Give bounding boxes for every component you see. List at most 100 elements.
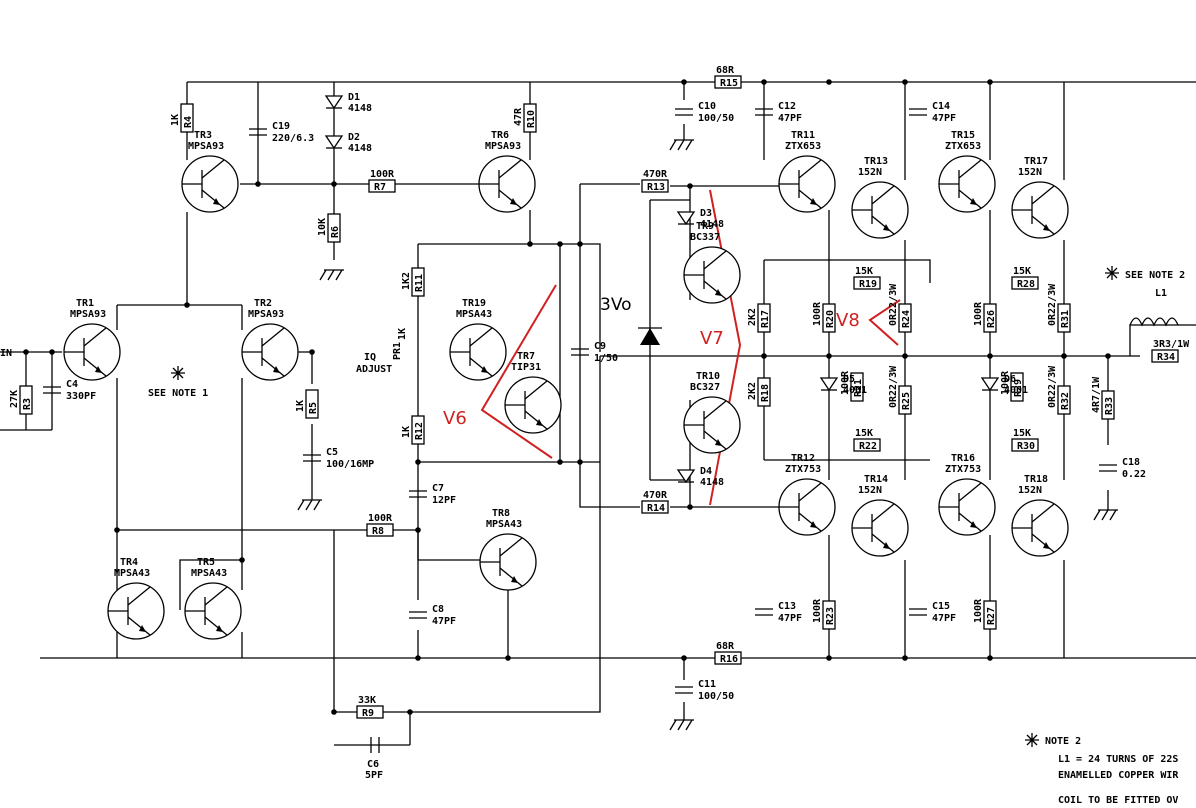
svg-text:R20: R20	[825, 310, 836, 328]
svg-text:47PF: 47PF	[932, 113, 956, 124]
svg-text:0R22/3W: 0R22/3W	[1047, 365, 1058, 408]
junction-dot	[557, 459, 563, 465]
ground-icon	[297, 499, 322, 511]
label-see-note-1: SEE NOTE 1	[148, 388, 208, 399]
transistor-ref: TR8	[492, 508, 510, 519]
svg-text:R30: R30	[1017, 441, 1035, 452]
svg-text:47PF: 47PF	[778, 113, 802, 124]
junction-dot	[23, 349, 29, 355]
transistor-type: BC337	[690, 232, 720, 243]
transistor-ref: TR18	[1024, 474, 1048, 485]
junction-dot	[987, 353, 993, 359]
svg-text:R24: R24	[901, 310, 912, 328]
label-input: IN	[0, 348, 12, 359]
junction-dot	[415, 655, 421, 661]
svg-text:4148: 4148	[348, 143, 372, 154]
junction-dot	[557, 241, 563, 247]
svg-text:0R22/3W: 0R22/3W	[888, 283, 899, 326]
transistor-ref: TR17	[1024, 156, 1048, 167]
transistor-ref: TR1	[76, 298, 94, 309]
svg-text:100/50: 100/50	[698, 113, 734, 124]
inductor-l1	[1129, 317, 1179, 327]
ground-icon	[669, 719, 694, 731]
svg-text:3R3/1W: 3R3/1W	[1153, 339, 1190, 350]
svg-text:0R22/3W: 0R22/3W	[888, 365, 899, 408]
transistor-ref: TR6	[491, 130, 509, 141]
svg-text:R7: R7	[374, 182, 386, 193]
note-line-3: COIL TO BE FITTED OV	[1058, 795, 1178, 806]
svg-text:4148: 4148	[700, 219, 724, 230]
svg-text:470R: 470R	[643, 490, 668, 501]
svg-text:15K: 15K	[1013, 428, 1031, 439]
transistor-type: 152N	[858, 485, 882, 496]
transistor-type: ZTX753	[785, 464, 821, 475]
svg-text:100/50: 100/50	[698, 691, 734, 702]
svg-text:R19: R19	[859, 279, 877, 290]
junction-dot	[415, 527, 421, 533]
svg-text:C13: C13	[778, 601, 796, 612]
svg-text:R3: R3	[22, 398, 33, 410]
junction-dot	[761, 79, 767, 85]
note-line-1: L1 = 24 TURNS OF 22S	[1058, 754, 1178, 765]
svg-text:100R: 100R	[812, 301, 823, 326]
transistor-type: ZTX653	[945, 141, 981, 152]
svg-text:R21: R21	[853, 379, 864, 397]
junction-dot	[902, 353, 908, 359]
svg-text:D1: D1	[348, 92, 360, 103]
note-title: NOTE 2	[1045, 736, 1081, 747]
transistor-type: MPSA43	[486, 519, 522, 530]
transistor-ref: TR10	[696, 371, 720, 382]
svg-text:68R: 68R	[716, 65, 735, 76]
svg-text:C14: C14	[932, 101, 950, 112]
junction-dot	[687, 504, 693, 510]
svg-text:R12: R12	[414, 422, 425, 440]
junction-dot	[826, 353, 832, 359]
transistor-type: 152N	[1018, 485, 1042, 496]
svg-text:1/50: 1/50	[594, 353, 618, 364]
svg-text:5PF: 5PF	[365, 770, 383, 781]
svg-text:100R: 100R	[973, 301, 984, 326]
junction-dot	[331, 181, 337, 187]
svg-text:100R: 100R	[368, 513, 393, 524]
svg-text:2K2: 2K2	[747, 382, 758, 400]
svg-text:R23: R23	[825, 607, 836, 625]
svg-text:R16: R16	[720, 654, 738, 665]
svg-text:68R: 68R	[716, 641, 735, 652]
svg-text:4001: 4001	[1004, 385, 1028, 396]
svg-text:R31: R31	[1060, 310, 1071, 328]
svg-text:R11: R11	[414, 274, 425, 292]
asterisk-icon	[171, 266, 1119, 747]
svg-text:4148: 4148	[348, 103, 372, 114]
transistor-ref: TR7	[517, 351, 535, 362]
junction-dot	[331, 709, 337, 715]
svg-text:R17: R17	[760, 310, 771, 328]
svg-text:2K2: 2K2	[747, 308, 758, 326]
svg-text:100R: 100R	[973, 598, 984, 623]
svg-text:R6: R6	[330, 226, 341, 238]
transistor-ref: TR14	[864, 474, 888, 485]
svg-text:R18: R18	[760, 384, 771, 402]
label-vbe: 3Vo	[600, 295, 632, 315]
